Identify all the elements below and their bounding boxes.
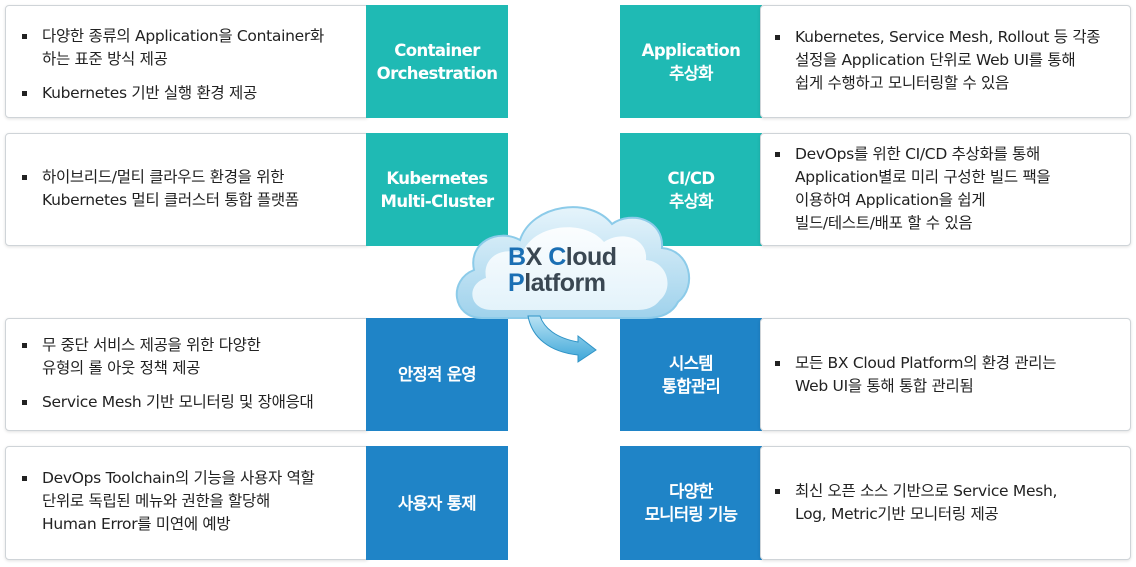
bullet-list: 무 중단 서비스 제공을 위한 다양한 유형의 롤 아웃 정책 제공 Servi…	[20, 334, 360, 414]
list-item: 하이브리드/멀티 클라우드 환경을 위한 Kubernetes 멀티 클러스터 …	[20, 166, 360, 212]
list-item: 무 중단 서비스 제공을 위한 다양한 유형의 롤 아웃 정책 제공	[20, 334, 360, 380]
right-card-cicd-abstraction: DevOps를 위한 CI/CD 추상화를 통해 Application별로 미…	[760, 133, 1131, 246]
bullet-square-icon	[22, 91, 27, 96]
logo-letter-accent: B	[508, 243, 526, 271]
logo-letter-accent: P	[508, 269, 524, 297]
logo-letters: latform	[524, 269, 605, 297]
list-item: 다양한 종류의 Application을 Container화 하는 표준 방식…	[20, 25, 360, 71]
cloud-platform-logo: BX Cloud Platform	[455, 206, 691, 363]
left-card-user-control: DevOps Toolchain의 기능을 사용자 역할 단위로 독립된 메뉴와…	[5, 446, 369, 560]
list-item: 최신 오픈 소스 기반으로 Service Mesh, Log, Metric기…	[773, 480, 1125, 526]
logo-letters: X	[526, 243, 543, 271]
bullet-square-icon	[22, 175, 27, 180]
bullet-list: DevOps를 위한 CI/CD 추상화를 통해 Application별로 미…	[773, 143, 1125, 235]
curved-arrow-icon	[527, 315, 597, 363]
bullet-list: DevOps Toolchain의 기능을 사용자 역할 단위로 독립된 메뉴와…	[20, 467, 360, 536]
bullet-list: 다양한 종류의 Application을 Container화 하는 표준 방식…	[20, 25, 360, 105]
right-card-various-monitoring: 최신 오픈 소스 기반으로 Service Mesh, Log, Metric기…	[760, 446, 1131, 560]
left-card-container-orchestration: 다양한 종류의 Application을 Container화 하는 표준 방식…	[5, 5, 369, 118]
bullet-list: 하이브리드/멀티 클라우드 환경을 위한 Kubernetes 멀티 클러스터 …	[20, 166, 360, 212]
bullet-square-icon	[22, 400, 27, 405]
left-card-kubernetes-multi-cluster: 하이브리드/멀티 클라우드 환경을 위한 Kubernetes 멀티 클러스터 …	[5, 133, 369, 246]
bullet-list: Kubernetes, Service Mesh, Rollout 등 각종 설…	[773, 26, 1125, 95]
svg-text:BX Cloud: BX Cloud	[508, 243, 617, 271]
list-item: Kubernetes, Service Mesh, Rollout 등 각종 설…	[773, 26, 1125, 95]
tile-stable-operation: 안정적 운영	[366, 318, 508, 431]
bullet-list: 최신 오픈 소스 기반으로 Service Mesh, Log, Metric기…	[773, 480, 1125, 526]
tile-user-control: 사용자 통제	[366, 446, 508, 560]
tile-application-abstraction: Application 추상화	[620, 5, 762, 118]
list-item: DevOps를 위한 CI/CD 추상화를 통해 Application별로 미…	[773, 143, 1125, 235]
bullet-square-icon	[775, 361, 780, 366]
left-card-stable-operation: 무 중단 서비스 제공을 위한 다양한 유형의 롤 아웃 정책 제공 Servi…	[5, 318, 369, 431]
list-item: Service Mesh 기반 모니터링 및 장애응대	[20, 391, 360, 414]
right-card-application-abstraction: Kubernetes, Service Mesh, Rollout 등 각종 설…	[760, 5, 1131, 118]
list-item: DevOps Toolchain의 기능을 사용자 역할 단위로 독립된 메뉴와…	[20, 467, 360, 536]
tile-container-orchestration: Container Orchestration	[366, 5, 508, 118]
logo-letter-accent: C	[548, 243, 566, 271]
tile-various-monitoring: 다양한 모니터링 기능	[620, 446, 762, 560]
tile-kubernetes-multi-cluster: Kubernetes Multi-Cluster	[366, 133, 508, 246]
list-item: 모든 BX Cloud Platform의 환경 관리는 Web UI을 통해 …	[773, 352, 1125, 398]
bullet-list: 모든 BX Cloud Platform의 환경 관리는 Web UI을 통해 …	[773, 352, 1125, 398]
tile-system-integrated-management: 시스템 통합관리	[620, 318, 762, 431]
right-card-system-integrated-management: 모든 BX Cloud Platform의 환경 관리는 Web UI을 통해 …	[760, 318, 1131, 431]
bullet-square-icon	[22, 343, 27, 348]
bullet-square-icon	[775, 152, 780, 157]
svg-text:Platform: Platform	[508, 269, 605, 297]
bullet-square-icon	[775, 35, 780, 40]
logo-letters: loud	[566, 243, 617, 271]
list-item: Kubernetes 기반 실행 환경 제공	[20, 82, 360, 105]
bullet-square-icon	[22, 476, 27, 481]
bullet-square-icon	[22, 34, 27, 39]
bullet-square-icon	[775, 489, 780, 494]
